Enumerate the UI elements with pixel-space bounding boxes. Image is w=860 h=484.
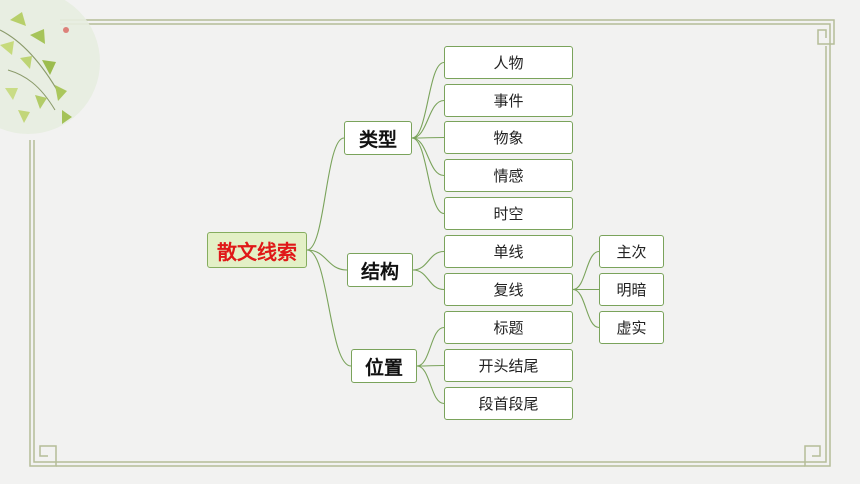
leaf-node: 人物 <box>444 46 573 79</box>
connector-b1-b1c0 <box>412 250 445 271</box>
root-node: 散文线索 <box>207 232 307 268</box>
connector-r-b2 <box>306 249 352 367</box>
leaf-node: 情感 <box>444 159 573 192</box>
connector-b0-b0c2 <box>411 136 445 139</box>
branch-type: 类型 <box>344 121 412 155</box>
connector-b0-b0c0 <box>411 61 445 139</box>
connector-r-b0 <box>306 137 345 251</box>
fret-corner-icon-bottom-right <box>804 438 831 467</box>
sub-leaf-node: 主次 <box>599 235 664 268</box>
connector-b2-b2c2 <box>416 365 445 405</box>
decorative-frame <box>29 19 831 467</box>
connector-b0-b0c4 <box>411 137 445 215</box>
branch-structure: 结构 <box>347 253 413 287</box>
sub-leaf-node: 明暗 <box>599 273 664 306</box>
leaf-node: 段首段尾 <box>444 387 573 420</box>
connector-r-b1 <box>306 249 348 271</box>
leaf-node: 标题 <box>444 311 573 344</box>
connector-b1c1-b1c1s0 <box>572 250 600 291</box>
connector-b0-b0c3 <box>411 137 445 177</box>
leaf-node: 单线 <box>444 235 573 268</box>
branch-position: 位置 <box>351 349 417 383</box>
connector-b1c1-b1c1s2 <box>572 288 600 329</box>
leaf-node: 时空 <box>444 197 573 230</box>
fret-corner-icon-bottom-left <box>29 438 57 467</box>
sub-leaf-node: 虚实 <box>599 311 664 344</box>
connector-b0-b0c1 <box>411 99 445 139</box>
connector-b2-b2c1 <box>416 364 445 367</box>
ginkgo-leaves-icon <box>0 0 100 134</box>
connector-b2-b2c0 <box>416 326 445 367</box>
leaf-node: 物象 <box>444 121 573 154</box>
connector-lines <box>306 61 600 405</box>
leaf-node: 开头结尾 <box>444 349 573 382</box>
fret-corner-icon-top-right <box>810 19 835 46</box>
connector-b1-b1c1 <box>412 269 445 291</box>
leaf-node: 事件 <box>444 84 573 117</box>
leaf-node: 复线 <box>444 273 573 306</box>
